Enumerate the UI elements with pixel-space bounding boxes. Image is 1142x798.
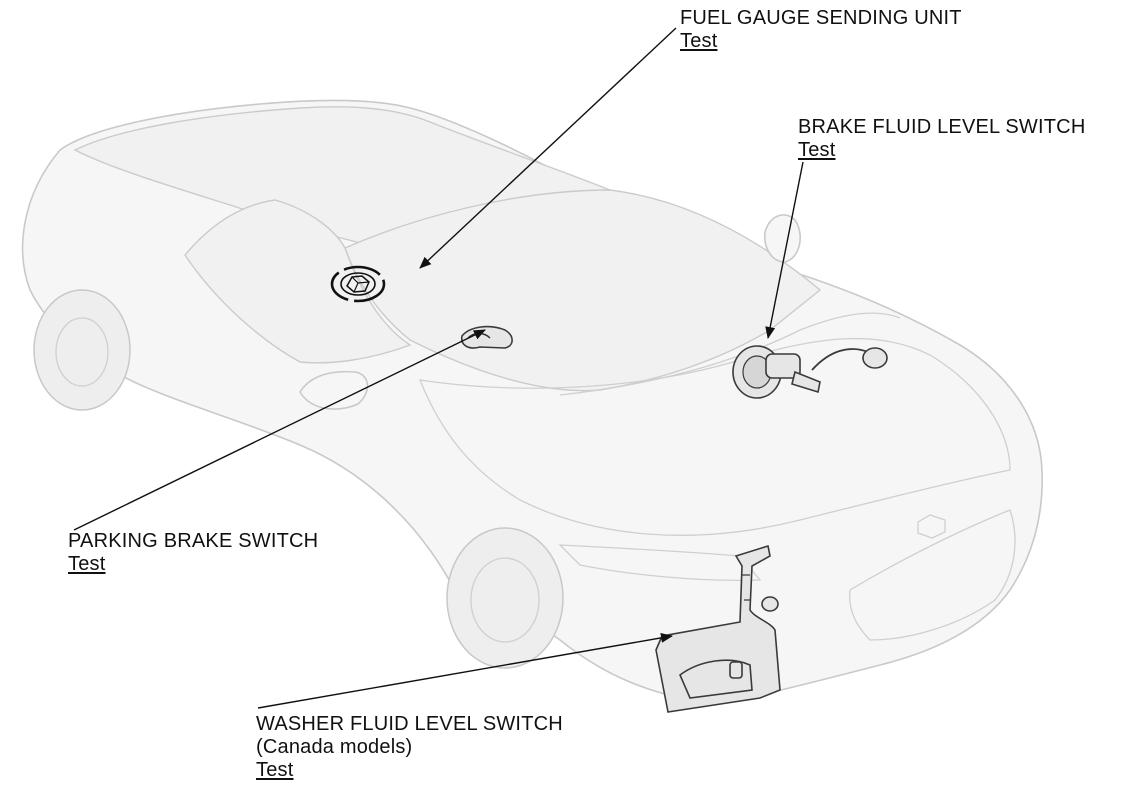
washer-fluid-subtitle: (Canada models) <box>256 736 413 758</box>
hexagon-target-icon <box>330 265 386 303</box>
fuel-gauge-callout: FUEL GAUGE SENDING UNIT Test <box>680 7 962 53</box>
washer-fluid-test-link[interactable]: Test <box>256 759 294 781</box>
parking-brake-test-link[interactable]: Test <box>68 553 106 575</box>
parking-brake-leader-line <box>73 329 486 531</box>
washer-fluid-leader-line <box>257 632 673 709</box>
car-wiper-cowl <box>559 312 901 396</box>
car-front-wheel <box>446 527 564 669</box>
fuel-gauge-test-link[interactable]: Test <box>680 30 718 52</box>
parking-brake-title: PARKING BRAKE SWITCH <box>68 530 319 552</box>
car-grille <box>849 509 1016 641</box>
brake-fluid-test-link[interactable]: Test <box>798 139 836 161</box>
car-headlight <box>558 544 762 581</box>
fuel-gauge-leader-line <box>419 27 677 269</box>
car-illustration <box>21 99 1043 701</box>
car-side-window <box>184 199 412 364</box>
washer-fluid-callout: WASHER FLUID LEVEL SWITCH (Canada models… <box>256 713 563 782</box>
car-front-wheel-hub <box>470 557 540 643</box>
car-right-mirror <box>763 214 801 263</box>
brake-fluid-reservoir-part <box>732 345 888 399</box>
fuel-gauge-title: FUEL GAUGE SENDING UNIT <box>680 7 962 29</box>
car-emblem <box>917 514 946 539</box>
car-rear-wheel <box>33 289 131 411</box>
brake-fluid-title: BRAKE FLUID LEVEL SWITCH <box>798 116 1086 138</box>
parking-brake-callout: PARKING BRAKE SWITCH Test <box>68 530 318 576</box>
car-rear-wheel-hub <box>55 317 109 387</box>
brake-fluid-callout: BRAKE FLUID LEVEL SWITCH Test <box>798 116 1085 162</box>
washer-fluid-title: WASHER FLUID LEVEL SWITCH <box>256 713 563 735</box>
washer-fluid-reservoir-part <box>655 544 781 713</box>
car-hood <box>418 337 1011 536</box>
brake-fluid-leader-line <box>765 161 804 339</box>
